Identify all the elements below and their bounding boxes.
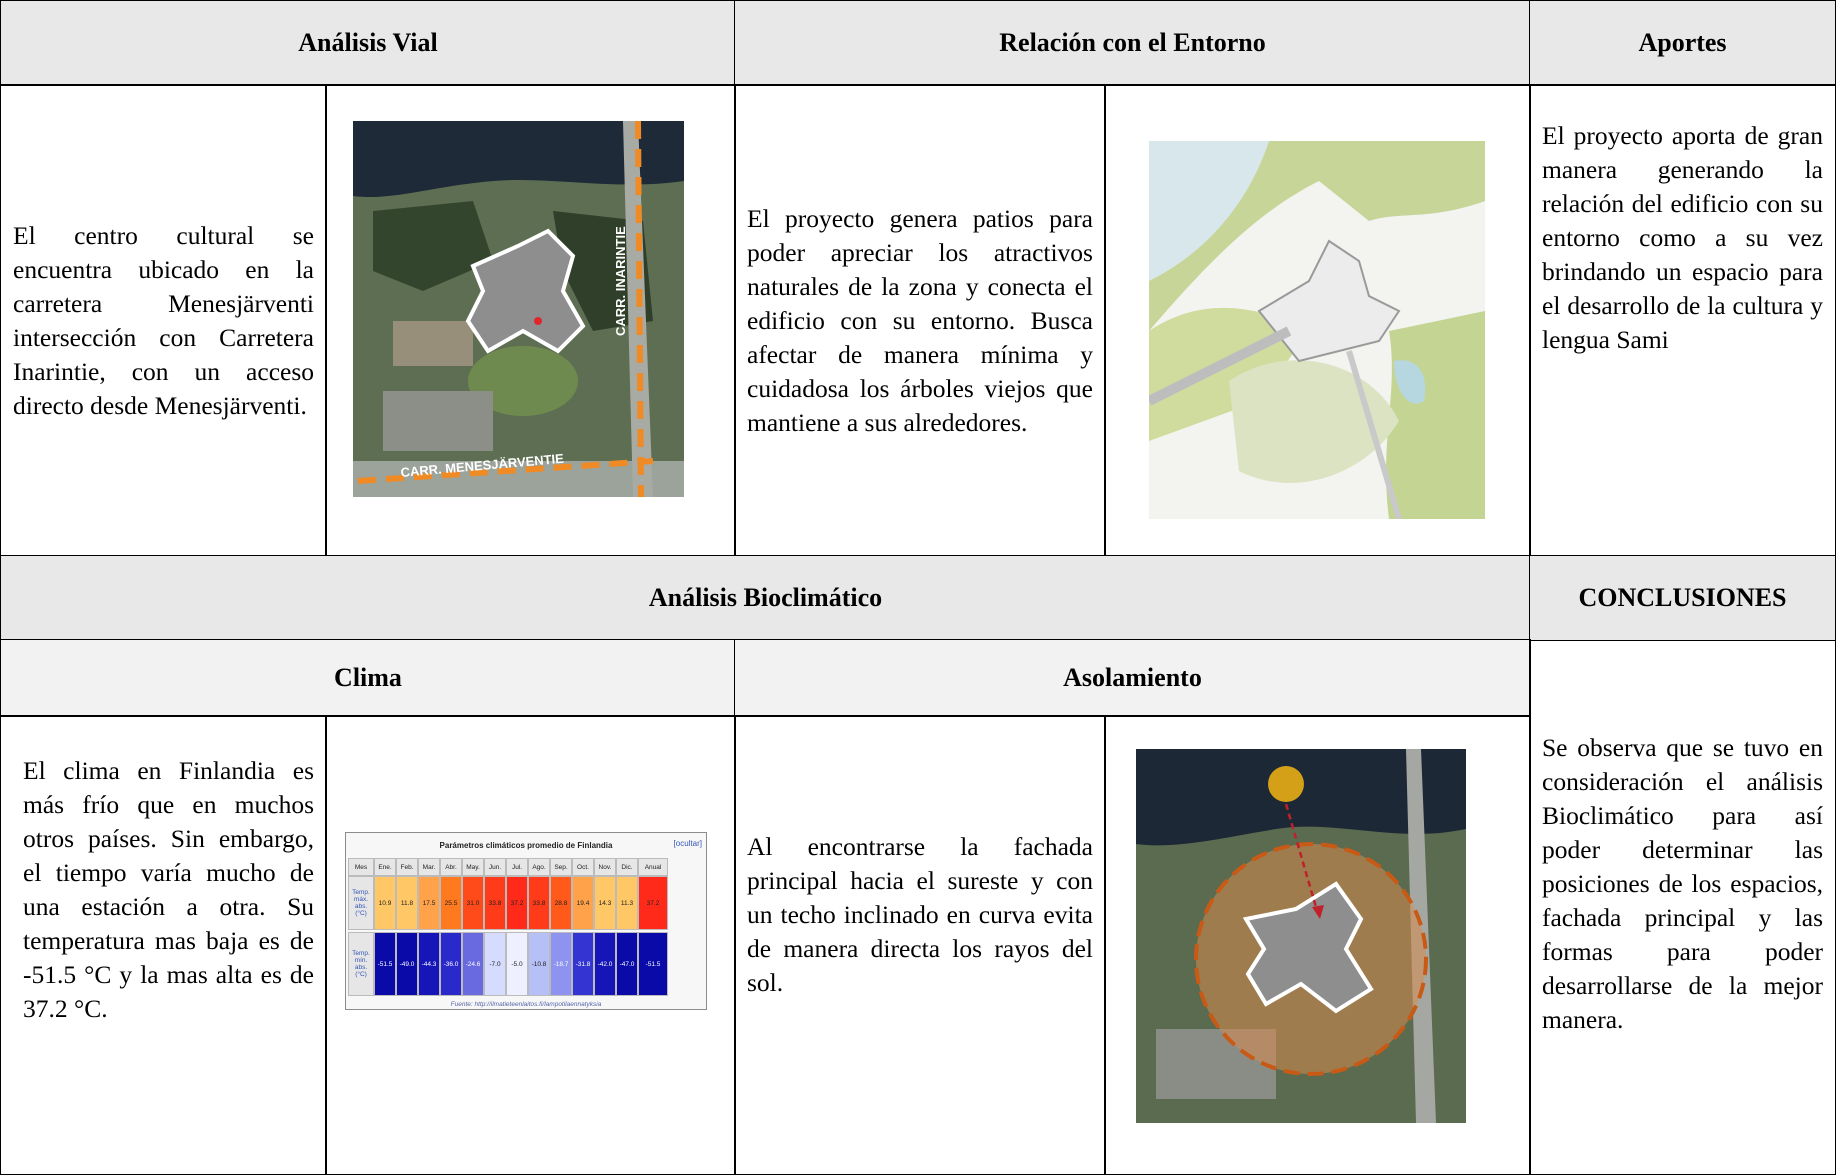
conclusiones-description: Se observa que se tuvo en consideración … [1542,733,1823,1034]
climate-max-value: 10.9 [374,876,396,930]
climate-min-value: -5.0 [506,932,528,996]
climate-max-value: 11.3 [616,876,638,930]
climate-column-header: May. [462,858,484,876]
climate-column-header: Ago. [528,858,550,876]
asolamiento-sun-map [1136,749,1466,1123]
climate-column-header: Ene. [374,858,396,876]
aportes-text-cell: El proyecto aporta de gran manera genera… [1529,84,1836,557]
climate-table: Parámetros climáticos promedio de Finlan… [345,832,707,1010]
climate-min-value: -51.5 [638,932,668,996]
climate-column-header: Jun. [484,858,506,876]
climate-max-value: 17.5 [418,876,440,930]
climate-column-header: Jul. [506,858,528,876]
climate-row-label-max: Temp. máx. abs. (°C) [348,876,374,930]
header-analisis-vial-text: Análisis Vial [298,28,438,57]
climate-min-value: -10.8 [528,932,550,996]
climate-max-value: 33.8 [528,876,550,930]
climate-max-value: 25.5 [440,876,462,930]
climate-column-header: Abr. [440,858,462,876]
header-aportes-text: Aportes [1638,28,1727,57]
asolamiento-description: Al encontrarse la fachada principal haci… [747,832,1093,997]
entorno-site-plan [1149,141,1485,519]
asolamiento-text-cell: Al encontrarse la fachada principal haci… [734,715,1106,1175]
climate-min-value: -51.5 [374,932,396,996]
climate-column-header: Oct. [572,858,594,876]
clima-description: El clima en Finlandia es más frío que en… [23,756,314,1023]
climate-min-value: -24.6 [462,932,484,996]
climate-min-value: -31.8 [572,932,594,996]
climate-max-value: 37.2 [638,876,668,930]
climate-min-value: -7.0 [484,932,506,996]
climate-table-title: Parámetros climáticos promedio de Finlan… [439,840,613,850]
road-label-inarintie: CARR. INARINTIE [613,226,628,336]
climate-min-value: -49.0 [396,932,418,996]
climate-max-value: 33.8 [484,876,506,930]
header-relacion-entorno: Relación con el Entorno [734,0,1531,86]
header-clima: Clima [0,639,736,717]
climate-column-header: Feb. [396,858,418,876]
climate-min-value: -18.7 [550,932,572,996]
header-bioclimatico-text: Análisis Bioclimático [648,583,883,612]
climate-min-value: -36.0 [440,932,462,996]
climate-column-header: Mes [348,858,374,876]
climate-column-header: Mar. [418,858,440,876]
header-relacion-entorno-text: Relación con el Entorno [999,28,1266,57]
header-clima-text: Clima [334,663,402,692]
climate-table-min-row: Temp. mín. abs. (°C)-51.5-49.0-44.3-36.0… [348,932,668,996]
header-conclusiones-text: CONCLUSIONES [1578,583,1787,612]
climate-column-header: Anual [638,858,668,876]
climate-max-value: 11.8 [396,876,418,930]
climate-min-value: -47.0 [616,932,638,996]
climate-column-header: Sep. [550,858,572,876]
climate-table-source[interactable]: Fuente: http://ilmatieteenlaitos.fi/lamp… [450,1001,602,1008]
climate-max-value: 37.2 [506,876,528,930]
header-analisis-bioclimatico: Análisis Bioclimático [0,555,1531,641]
entorno-description: El proyecto genera patios para poder apr… [747,203,1093,437]
climate-column-header: Nov. [594,858,616,876]
vial-description: El centro cultural se encuentra ubicado … [13,220,314,420]
header-analisis-vial: Análisis Vial [0,0,736,86]
entorno-text-cell: El proyecto genera patios para poder apr… [734,84,1106,557]
climate-max-value: 31.0 [462,876,484,930]
climate-max-value: 19.4 [572,876,594,930]
vial-text-cell: El centro cultural se encuentra ubicado … [0,84,327,557]
climate-column-header: Dic. [616,858,638,876]
aportes-description: El proyecto aporta de gran manera genera… [1542,121,1823,354]
header-aportes: Aportes [1529,0,1836,86]
climate-table-hide-link[interactable]: [ocultar] [673,839,702,848]
header-asolamiento: Asolamiento [734,639,1531,717]
climate-min-value: -44.3 [418,932,440,996]
vial-aerial-map: CARR. MENESJÄRVENTIE CARR. INARINTIE [353,121,684,497]
header-conclusiones: CONCLUSIONES [1529,555,1836,641]
conclusiones-text-cell: Se observa que se tuvo en consideración … [1529,639,1836,1175]
header-asolamiento-text: Asolamiento [1063,663,1202,692]
climate-max-value: 14.3 [594,876,616,930]
climate-min-value: -42.0 [594,932,616,996]
climate-max-value: 28.8 [550,876,572,930]
clima-text-cell: El clima en Finlandia es más frío que en… [0,715,327,1175]
climate-row-label-min: Temp. mín. abs. (°C) [348,932,374,996]
